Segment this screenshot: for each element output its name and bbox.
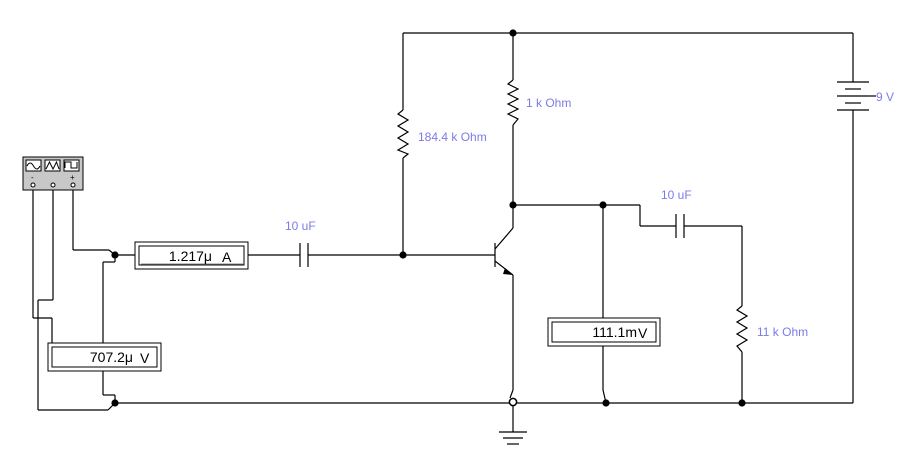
junction-node [508,397,518,407]
polyline [45,160,60,171]
ammeter[interactable]: 1.217μ A [134,241,249,270]
function-generator[interactable]: - + [22,156,84,191]
input-capacitor[interactable] [299,243,309,267]
input-capacitor-label: 10 uF [285,219,316,233]
junction-node [111,399,119,407]
junction-nodes [111,29,746,407]
output-voltmeter[interactable]: 111.1m V [547,317,661,347]
generator-plus-label: + [70,173,75,182]
junction-node [509,201,517,209]
ground-symbol [499,431,527,445]
battery[interactable] [837,81,876,111]
emitter-arrow [503,268,513,275]
generator-common-terminal[interactable] [50,182,56,188]
triangle-wave-icon [44,159,61,172]
wire [509,389,514,399]
output-voltmeter-unit: V [638,325,648,341]
npn-transistor[interactable] [494,227,514,276]
load-resistor-label: 11 k Ohm [757,325,808,339]
junction-node [599,201,607,209]
meter-inner [551,321,657,343]
path [26,162,41,170]
input-voltmeter[interactable]: 707.2μ V [47,342,162,372]
meter-inner [138,245,245,266]
output-capacitor-label: 10 uF [661,188,692,202]
ammeter-unit: A [222,249,232,265]
wires [32,32,854,432]
base-resistor[interactable] [396,109,410,159]
generator-minus-terminal[interactable] [30,182,36,188]
load-resistor[interactable] [735,305,749,353]
generator-minus-label: - [31,173,34,182]
collector-resistor-label: 1 k Ohm [526,96,571,110]
input-voltmeter-value: 707.2μ [90,349,133,365]
generator-plus-terminal[interactable] [70,182,76,188]
junction-node [509,29,517,37]
wire [494,227,514,250]
junction-node [399,251,407,259]
collector-resistor[interactable] [506,79,520,126]
junction-node [738,399,746,407]
ammeter-value: 1.217μ [169,248,212,264]
polyline [64,161,78,169]
base-resistor-label: 184.4 k Ohm [418,130,487,144]
meter-inner [51,346,158,368]
output-capacitor[interactable] [675,214,685,238]
junction-node [602,399,610,407]
input-voltmeter-unit: V [140,350,150,366]
battery-label: 9 V [876,90,894,104]
junction-node [111,251,119,259]
output-voltmeter-value: 111.1m [592,324,637,340]
